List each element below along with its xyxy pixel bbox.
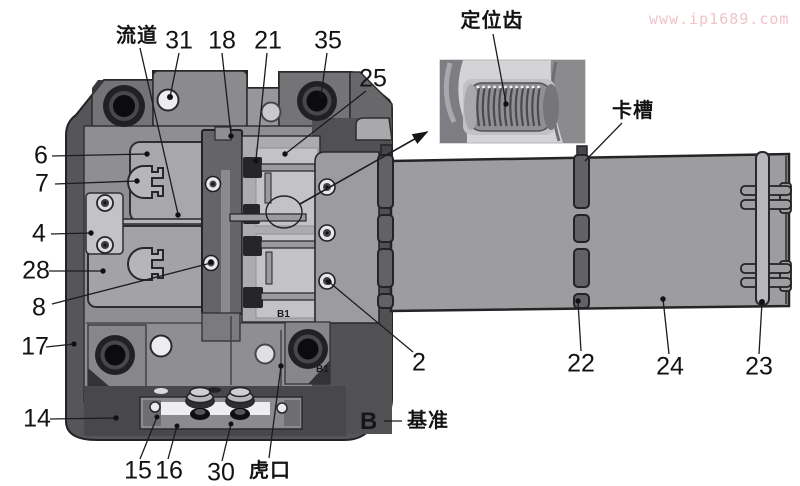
callout-datum: 基准	[407, 410, 449, 432]
interlock-tab	[127, 165, 164, 199]
bore-wall-right	[550, 60, 585, 143]
callout-15: 15	[124, 456, 152, 485]
bolt-hole	[297, 81, 337, 121]
interlock-tab	[127, 247, 164, 281]
bore-wall-highlight	[443, 62, 457, 124]
callout-8: 8	[32, 293, 46, 322]
end-pin	[755, 151, 770, 306]
bottom-right-chamfer	[308, 360, 330, 384]
callout-4: 4	[32, 219, 46, 248]
watermark: www.ip1689.com	[649, 10, 790, 28]
retaining-clip	[740, 260, 792, 292]
slot-hole	[154, 388, 168, 394]
callout-6: 6	[34, 141, 48, 170]
callout-clip-slot: 卡槽	[612, 100, 654, 122]
guide-hole	[260, 101, 282, 123]
strip-hole	[149, 401, 161, 413]
callout-vise-mouth: 虎口	[249, 460, 291, 482]
transfer-bar	[377, 144, 792, 313]
callout-30: 30	[207, 458, 235, 486]
hinge-strip	[377, 144, 394, 309]
engraving-datum-b: B	[360, 408, 377, 435]
engraving-b1-lower: B1	[316, 364, 329, 375]
cylinder-cap-right	[543, 84, 559, 130]
engravings: B1 B1 B	[277, 309, 377, 435]
sprue-block-base	[201, 312, 241, 342]
nozzle-strip-end	[284, 400, 300, 426]
callout-7: 7	[35, 169, 49, 198]
callout-21: 21	[254, 26, 282, 55]
bolt-hole	[95, 335, 135, 375]
mold-body	[65, 70, 393, 441]
detail-zoom-arrow	[299, 131, 429, 205]
callout-22: 22	[567, 349, 595, 378]
callout-28: 28	[22, 256, 50, 285]
teeth-highlight-dots	[476, 85, 540, 89]
callout-runner: 流道	[116, 25, 158, 47]
top-left-chamfer	[92, 80, 104, 95]
washer-screw	[318, 224, 336, 242]
callout-2: 2	[412, 348, 426, 377]
side-plate	[85, 192, 124, 255]
callout-23: 23	[745, 352, 773, 381]
callout-17: 17	[21, 332, 49, 361]
sprue-nozzle	[225, 386, 255, 420]
bolt-hole	[103, 85, 145, 127]
washer-screw	[204, 175, 222, 193]
bar-end-step	[355, 117, 393, 141]
callout-14: 14	[23, 404, 51, 433]
teeth-ribs	[476, 87, 541, 127]
sprue-nozzle	[185, 386, 215, 420]
bottom-left-chamfer	[88, 368, 110, 387]
callout-31: 31	[165, 26, 193, 55]
washer-screw	[96, 236, 114, 254]
leader-lines	[45, 33, 763, 462]
callout-24: 24	[656, 352, 684, 381]
detail-inset	[439, 59, 586, 144]
callout-positioning-teeth: 定位齿	[460, 10, 524, 32]
engraving-b1-cavity: B1	[277, 309, 290, 320]
callout-35: 35	[314, 26, 342, 55]
guide-hole	[149, 334, 173, 358]
washer-screw	[96, 194, 114, 212]
leader-dots	[71, 93, 765, 429]
guide-hole	[254, 343, 276, 365]
bolt-hole	[288, 329, 328, 369]
guide-hole-31	[156, 88, 180, 112]
cylinder-cap-left	[464, 84, 478, 130]
sprue-block-notch	[214, 126, 232, 141]
sprue-rod	[221, 170, 230, 314]
strip-hole	[276, 402, 288, 414]
detail-circle-annotation	[265, 195, 303, 229]
callout-25: 25	[359, 64, 387, 93]
callout-16: 16	[155, 456, 183, 485]
clip-slot-strip	[573, 145, 590, 309]
callout-18: 18	[208, 26, 236, 55]
